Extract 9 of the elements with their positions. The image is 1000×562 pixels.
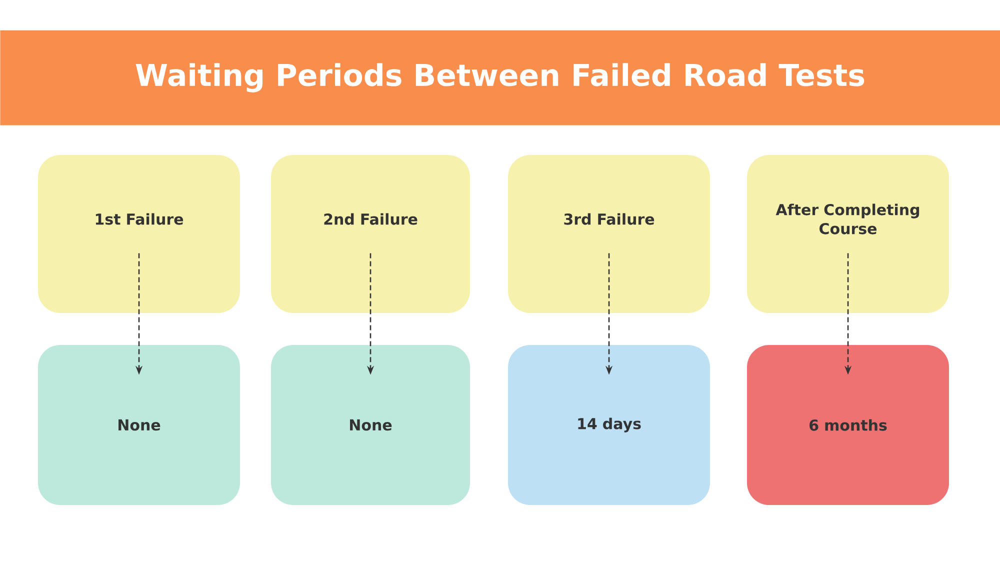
result-box: 6 months <box>747 345 950 505</box>
result-box: None <box>38 345 240 505</box>
title-banner: Waiting Periods Between Failed Road Tests <box>0 30 1000 126</box>
result-box: None <box>271 345 470 505</box>
condition-box: 3rd Failure <box>508 155 710 313</box>
condition-box: After Completing Course <box>747 155 950 313</box>
condition-box: 1st Failure <box>38 155 240 313</box>
condition-box: 2nd Failure <box>271 155 470 313</box>
result-box: 14 days <box>508 345 710 505</box>
